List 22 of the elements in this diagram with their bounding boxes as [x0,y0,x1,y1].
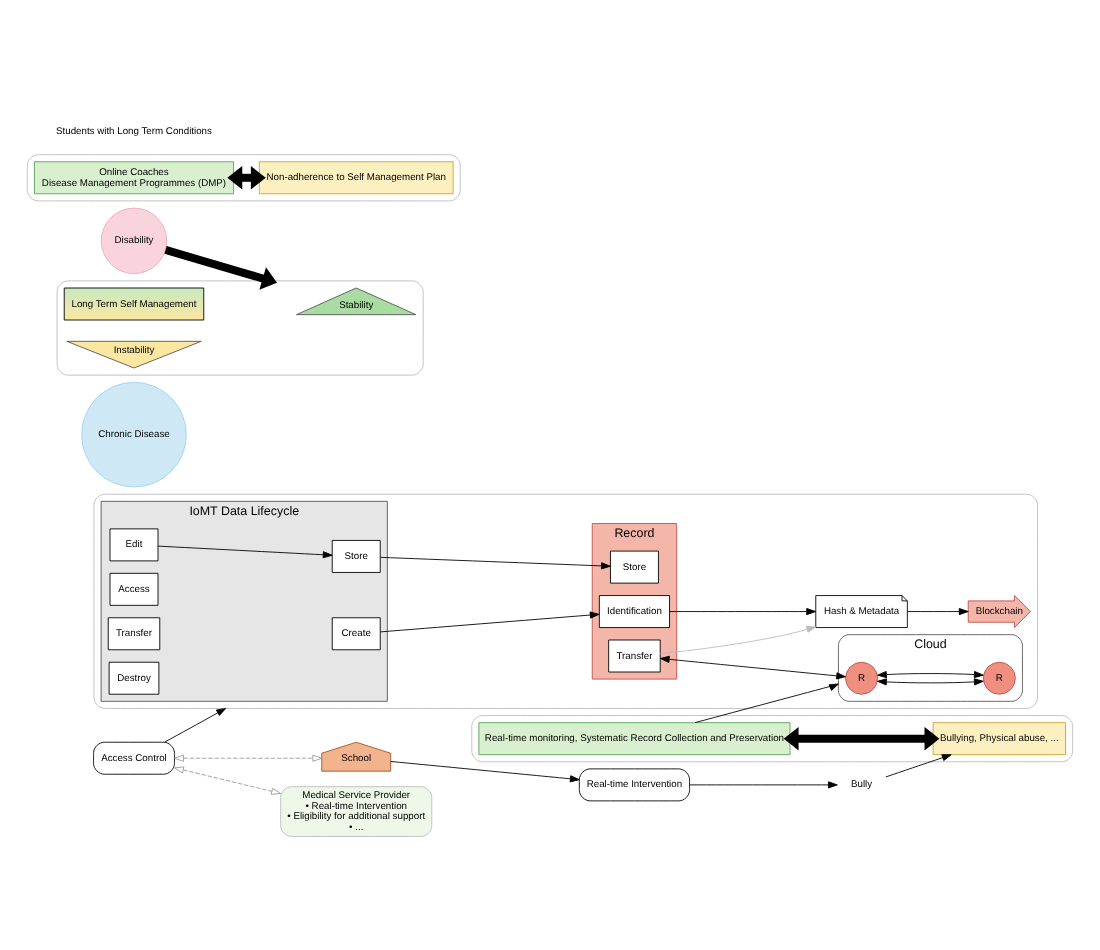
arrow [157,544,333,558]
arrow [380,555,611,569]
arrow [174,765,281,794]
arrow [164,707,227,742]
arrow [164,245,277,289]
cluster [56,279,424,375]
cluster [26,153,461,201]
arrow [669,607,817,615]
arrow [689,780,838,788]
arrow [174,753,323,761]
arrow [694,682,839,723]
arrow [380,610,600,632]
cluster [93,492,1038,708]
arrow [877,670,984,678]
arrow [885,753,952,777]
arrow [227,165,266,189]
arrow [906,607,969,615]
arrow [390,760,580,782]
arrow [877,677,984,685]
arrow [660,624,817,654]
arrow [659,654,846,679]
arrow [783,725,940,750]
